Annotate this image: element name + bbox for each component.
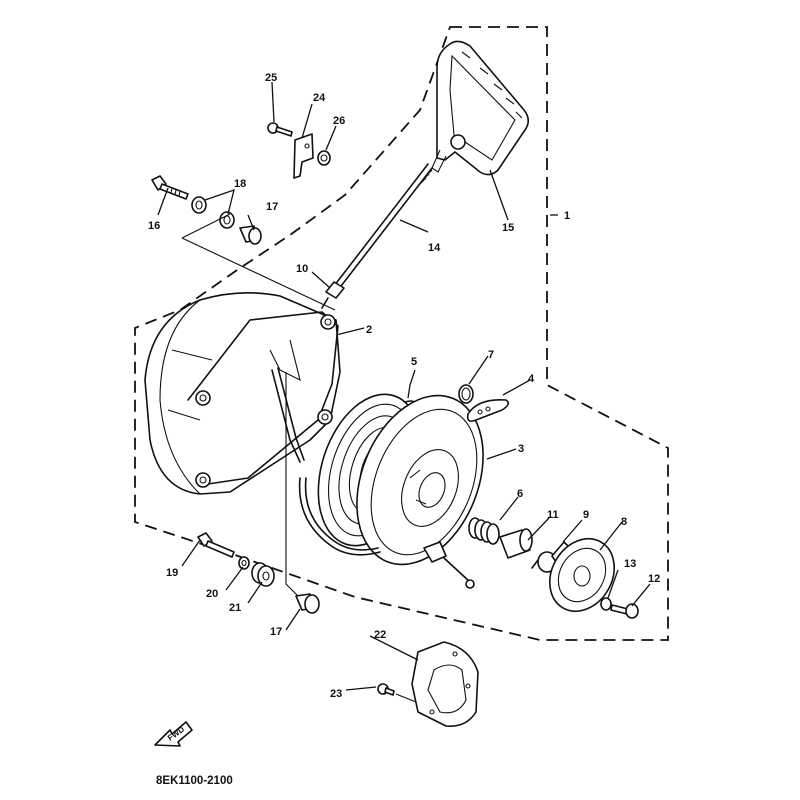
bolt-16 bbox=[151, 175, 189, 200]
callout-6[interactable]: 6 bbox=[517, 488, 523, 500]
starter-case bbox=[144, 292, 341, 495]
callout-4[interactable]: 4 bbox=[528, 373, 535, 385]
bolt-12 bbox=[610, 603, 639, 619]
callout-17-upper[interactable]: 17 bbox=[266, 201, 278, 213]
nut-26 bbox=[317, 150, 331, 166]
callout-9[interactable]: 9 bbox=[583, 509, 589, 521]
callout-2[interactable]: 2 bbox=[366, 324, 372, 336]
callout-24[interactable]: 24 bbox=[313, 92, 326, 104]
fwd-direction-icon: FWD bbox=[154, 721, 193, 747]
pawl bbox=[466, 398, 510, 422]
washer-20 bbox=[238, 556, 250, 570]
callout-labels: 1 2 3 4 5 6 7 8 9 10 11 12 13 14 15 16 1… bbox=[148, 72, 660, 700]
callout-26[interactable]: 26 bbox=[333, 115, 345, 127]
callout-13[interactable]: 13 bbox=[624, 558, 636, 570]
callout-7[interactable]: 7 bbox=[488, 349, 494, 361]
callout-3[interactable]: 3 bbox=[518, 443, 524, 455]
drive-plate bbox=[549, 538, 615, 612]
grommet-18 bbox=[191, 196, 235, 229]
callout-25[interactable]: 25 bbox=[265, 72, 277, 84]
washer-13 bbox=[600, 597, 612, 611]
assembly-boundary bbox=[134, 26, 669, 641]
callout-11[interactable]: 11 bbox=[547, 509, 559, 521]
screw-23 bbox=[377, 683, 417, 703]
assembly-line-lower bbox=[285, 372, 299, 597]
rope-guide bbox=[321, 281, 345, 309]
collar-17-lower bbox=[295, 593, 320, 614]
leader-lines bbox=[157, 81, 651, 691]
callout-21[interactable]: 21 bbox=[229, 602, 241, 614]
bolt-25 bbox=[267, 122, 293, 137]
callout-22[interactable]: 22 bbox=[374, 629, 386, 641]
callout-15[interactable]: 15 bbox=[502, 222, 514, 234]
collar bbox=[499, 528, 533, 559]
damper-21 bbox=[251, 562, 275, 587]
callout-18[interactable]: 18 bbox=[234, 178, 246, 190]
callout-19[interactable]: 19 bbox=[166, 567, 178, 579]
sheave-drum bbox=[298, 394, 484, 589]
callout-17-lower[interactable]: 17 bbox=[270, 626, 282, 638]
callout-8[interactable]: 8 bbox=[621, 516, 627, 528]
pawl-spring bbox=[458, 384, 474, 404]
callout-14[interactable]: 14 bbox=[428, 242, 441, 254]
drawing-code: 8EK1100-2100 bbox=[156, 775, 233, 787]
callout-16[interactable]: 16 bbox=[148, 220, 160, 232]
starter-handle bbox=[431, 40, 530, 176]
pulley-cover-22 bbox=[411, 641, 479, 728]
compression-spring bbox=[468, 517, 500, 545]
callout-12[interactable]: 12 bbox=[648, 573, 660, 585]
bolt-19 bbox=[197, 532, 235, 558]
bracket-24 bbox=[293, 133, 314, 179]
callout-10[interactable]: 10 bbox=[296, 263, 308, 275]
callout-5[interactable]: 5 bbox=[411, 356, 417, 368]
callout-1[interactable]: 1 bbox=[564, 210, 570, 222]
collar-17-upper bbox=[239, 225, 262, 245]
assembly-line bbox=[181, 213, 336, 311]
starter-rope bbox=[333, 163, 433, 291]
callout-20[interactable]: 20 bbox=[206, 588, 218, 600]
callout-23[interactable]: 23 bbox=[330, 688, 342, 700]
